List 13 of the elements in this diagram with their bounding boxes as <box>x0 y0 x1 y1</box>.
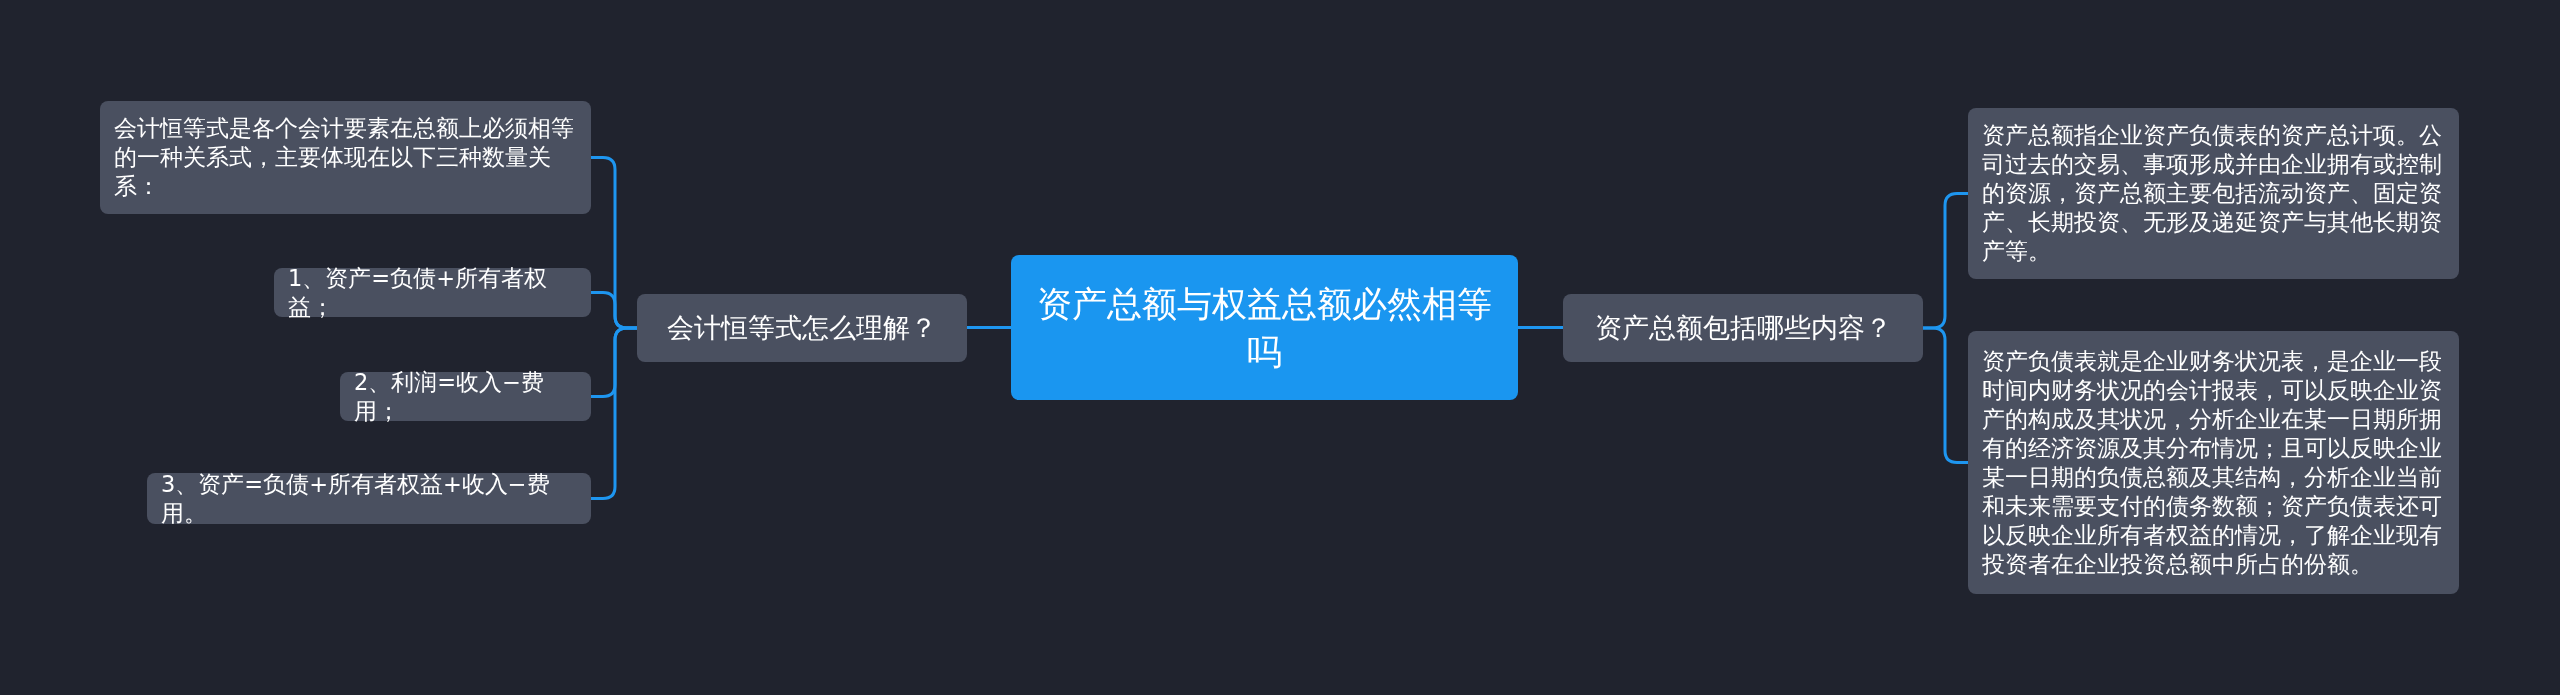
connector-line <box>591 326 637 500</box>
note-box: 会计恒等式是各个会计要素在总额上必须相等的一种关系式，主要体现在以下三种数量关系： <box>100 101 591 214</box>
note-box: 资产负债表就是企业财务状况表，是企业一段时间内财务状况的会计报表，可以反映企业资产的构成及其状况，分析企业在某一日期所拥有的经济资源及其分布情况；且可以反映企业某一日期的负债总额及其结构，分析企业当前和未来需要支付的债务数额；资产负债表还可以反映企业所有者权益的情况，了解企业现有投资者在企业投资总额中所占的份额。 <box>1968 331 2459 594</box>
note-box: 1、资产=负债+所有者权益； <box>274 268 591 317</box>
note-box: 3、资产=负债+所有者权益+收入−费用。 <box>147 473 591 524</box>
note-box: 资产总额指企业资产负债表的资产总计项。公司过去的交易、事项形成并由企业拥有或控制的资源，资产总额主要包括流动资产、固定资产、长期投资、无形及递延资产与其他长期资产等。 <box>1968 108 2459 279</box>
subtopic-box: 资产总额包括哪些内容？ <box>1563 294 1923 362</box>
topic-box: 资产总额与权益总额必然相等吗 <box>1011 255 1518 400</box>
connector-line <box>1923 326 1968 464</box>
note-box: 2、利润=收入−费用； <box>340 372 591 421</box>
connector-line <box>1518 326 1563 329</box>
subtopic-box: 会计恒等式怎么理解？ <box>637 294 967 362</box>
connector-line <box>967 326 1011 329</box>
